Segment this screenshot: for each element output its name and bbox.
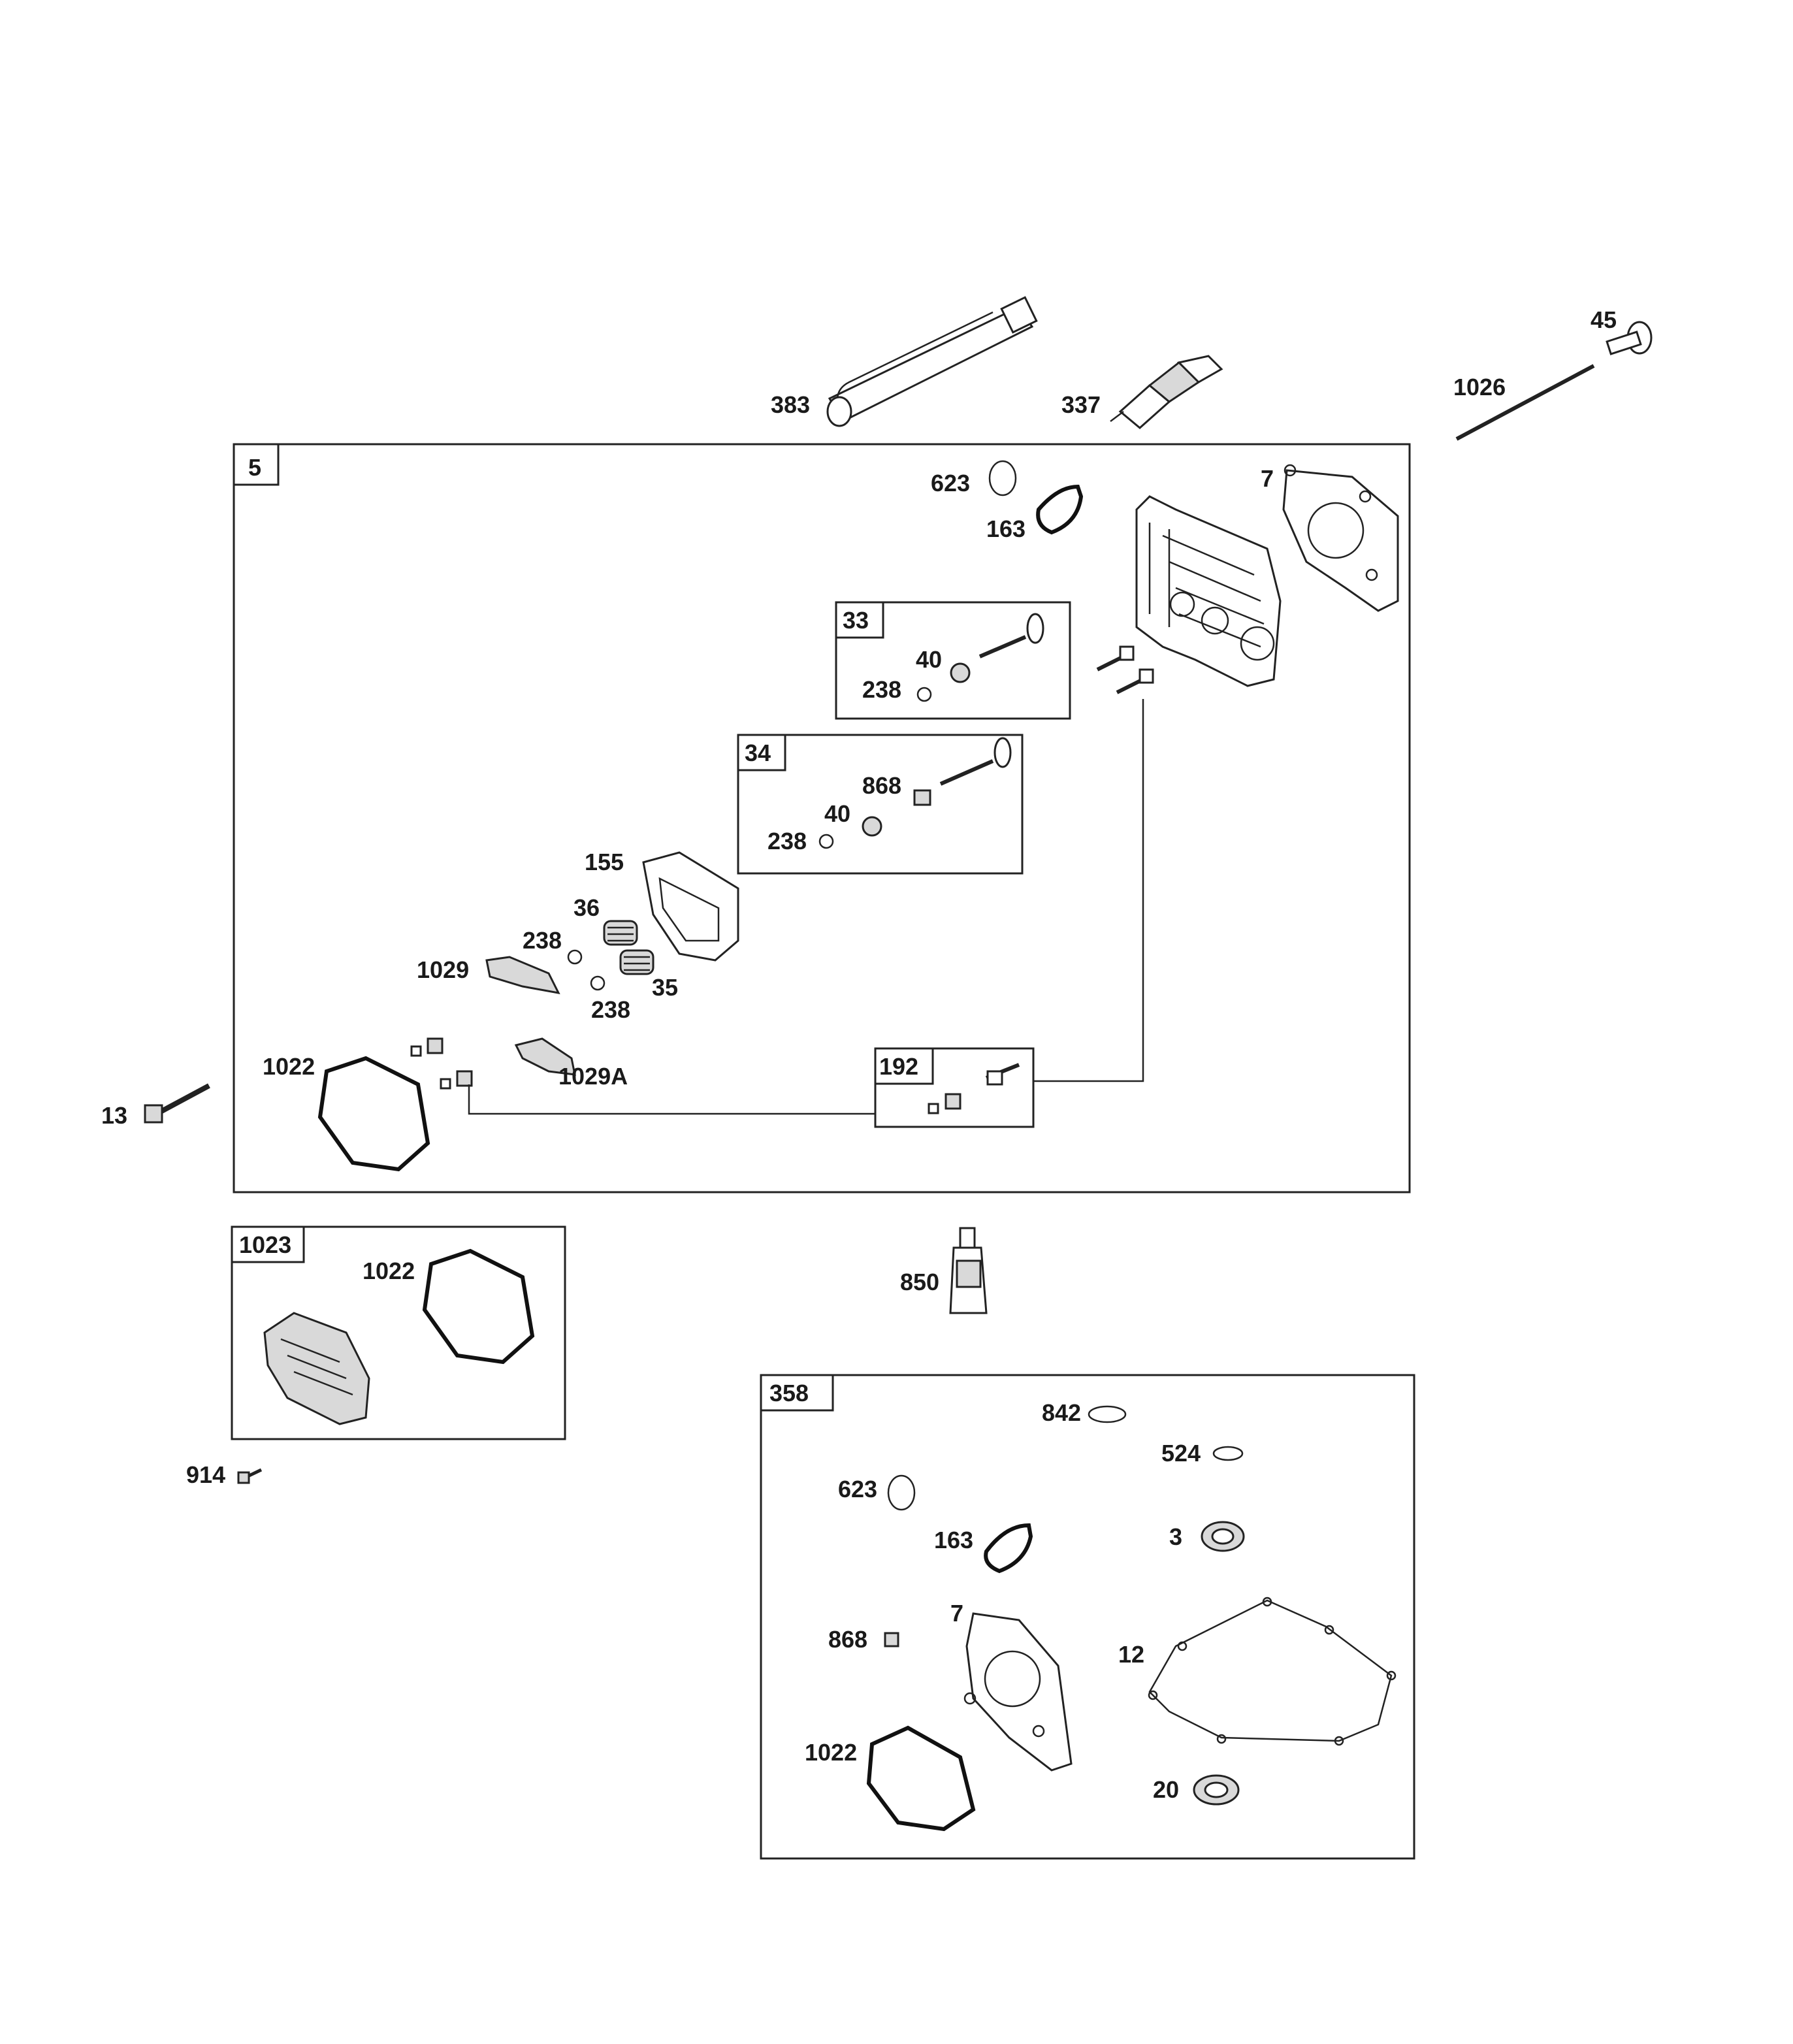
stud-bolt-icon[interactable] <box>1096 645 1154 694</box>
o-ring-icon[interactable] <box>988 460 1017 496</box>
label-163-b: 163 <box>934 1527 973 1553</box>
assembly-box-192: 192 <box>874 1047 1035 1128</box>
valve-guide-icon[interactable] <box>913 789 931 806</box>
leader-line-192-head <box>1033 699 1144 1082</box>
stud-kit-icon[interactable] <box>928 1063 1020 1114</box>
valve-spring-icon[interactable] <box>603 920 654 975</box>
rocker-plate-gasket-icon[interactable] <box>642 851 739 962</box>
intake-gasket-icon-2[interactable] <box>984 1523 1033 1574</box>
label-238-c: 238 <box>523 927 562 954</box>
valve-seal-icon[interactable] <box>950 662 971 683</box>
sealant-tube-icon[interactable] <box>949 1227 988 1314</box>
box-label-33: 33 <box>843 607 869 634</box>
valve-keeper-icon-3[interactable] <box>567 949 583 965</box>
box-label-358: 358 <box>769 1380 809 1406</box>
oil-seal-icon-2[interactable] <box>1193 1774 1240 1806</box>
screw-icon[interactable] <box>237 1468 263 1484</box>
label-868-b: 868 <box>828 1626 867 1653</box>
label-623-b: 623 <box>838 1476 877 1502</box>
label-383: 383 <box>771 391 810 418</box>
box-label-1023: 1023 <box>239 1231 291 1258</box>
box-label-192: 192 <box>879 1053 918 1080</box>
label-524: 524 <box>1161 1440 1201 1467</box>
label-842: 842 <box>1042 1399 1081 1426</box>
label-36: 36 <box>573 894 600 921</box>
label-1026: 1026 <box>1453 374 1506 400</box>
head-gasket-icon[interactable] <box>1282 464 1399 612</box>
rocker-cover-gasket-icon-3[interactable] <box>866 1725 976 1832</box>
spark-plug-icon[interactable] <box>1110 355 1223 429</box>
label-1029a: 1029A <box>558 1063 628 1090</box>
valve-keeper-icon[interactable] <box>916 687 932 702</box>
label-7-b: 7 <box>950 1600 963 1627</box>
label-914: 914 <box>186 1461 225 1488</box>
label-12: 12 <box>1118 1641 1144 1668</box>
valve-keeper-icon-2[interactable] <box>818 834 834 849</box>
crankcase-gasket-icon[interactable] <box>1148 1597 1397 1746</box>
rocker-arm-icon[interactable] <box>485 956 576 1076</box>
head-gasket-icon-2[interactable] <box>963 1612 1073 1772</box>
assembly-box-34: 34 <box>737 734 1024 875</box>
intake-valve-icon[interactable] <box>939 737 1012 786</box>
assembly-box-33: 33 <box>835 601 1071 720</box>
label-238-a: 238 <box>862 676 901 703</box>
label-238-d: 238 <box>591 996 630 1023</box>
o-ring-icon-623[interactable] <box>887 1474 916 1511</box>
rocker-cover-gasket-icon-2[interactable] <box>422 1248 535 1365</box>
label-40-a: 40 <box>916 646 942 673</box>
assembly-box-1023: 1023 <box>231 1225 566 1440</box>
label-20: 20 <box>1153 1776 1179 1803</box>
o-ring-icon-524[interactable] <box>1212 1446 1244 1461</box>
label-337: 337 <box>1061 391 1101 418</box>
rocker-cover-icon[interactable] <box>263 1312 370 1425</box>
rocker-cover-gasket-icon[interactable] <box>317 1056 430 1172</box>
label-7: 7 <box>1261 465 1274 492</box>
intake-gasket-icon[interactable] <box>1036 484 1084 535</box>
label-13: 13 <box>101 1102 127 1129</box>
bolt-icon[interactable] <box>144 1083 210 1124</box>
leader-line-192-nut <box>468 1084 875 1115</box>
box-label-5: 5 <box>248 454 261 481</box>
valve-guide-icon-2[interactable] <box>884 1632 899 1647</box>
box-label-34: 34 <box>745 739 771 766</box>
label-623: 623 <box>931 470 970 496</box>
label-1029: 1029 <box>417 956 469 983</box>
assembly-box-358: 358 <box>760 1374 1415 1860</box>
exhaust-valve-icon[interactable] <box>978 613 1044 658</box>
label-1022-c: 1022 <box>805 1739 857 1766</box>
oil-seal-icon[interactable] <box>1201 1521 1245 1552</box>
label-850: 850 <box>900 1269 939 1295</box>
assembly-box-5: 5 <box>233 443 1411 1193</box>
rocker-nut-icon[interactable] <box>410 1037 473 1090</box>
valve-keeper-icon-4[interactable] <box>590 975 606 991</box>
label-40-b: 40 <box>824 800 850 827</box>
label-1022-b: 1022 <box>363 1257 415 1284</box>
label-1022: 1022 <box>263 1053 315 1080</box>
label-163: 163 <box>986 515 1026 542</box>
cylinder-head-icon[interactable] <box>1135 495 1282 687</box>
label-3: 3 <box>1169 1523 1182 1550</box>
o-ring-icon-842[interactable] <box>1088 1405 1127 1423</box>
label-155: 155 <box>585 849 624 875</box>
label-238-b: 238 <box>767 828 807 854</box>
label-868: 868 <box>862 772 901 799</box>
valve-seal-icon-2[interactable] <box>862 816 882 837</box>
valve-spring-compressor-tool-icon[interactable] <box>826 296 1038 427</box>
label-45: 45 <box>1591 306 1617 333</box>
dipstick-icon[interactable] <box>1455 321 1653 441</box>
label-35: 35 <box>652 974 678 1001</box>
